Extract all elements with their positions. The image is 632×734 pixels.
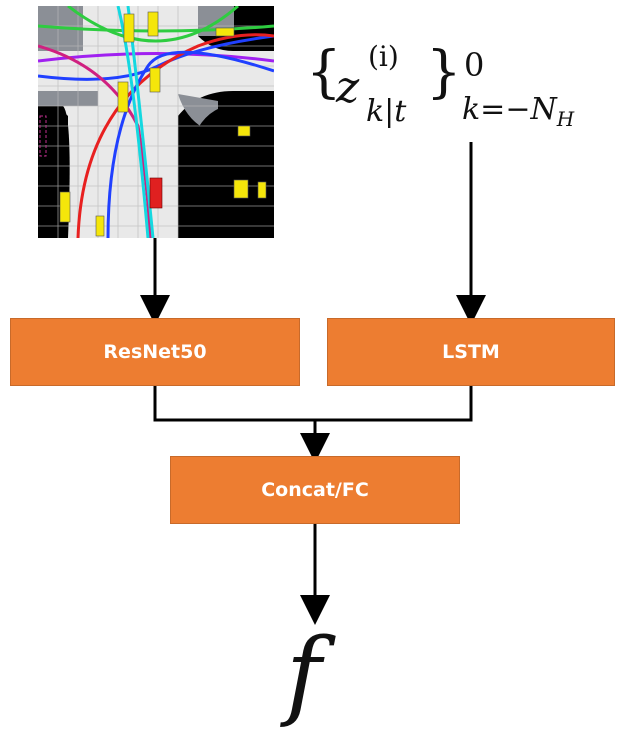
history-sequence-formula: { z (i) k|t } 0 k=−NH bbox=[306, 38, 632, 148]
output-f: f bbox=[286, 618, 322, 730]
resnet50-block: ResNet50 bbox=[10, 318, 300, 386]
var-z: z bbox=[336, 62, 360, 113]
superscript-i: (i) bbox=[368, 40, 399, 73]
subscript-k-given-t: k|t bbox=[366, 94, 407, 129]
concat-fc-block: Concat/FC bbox=[170, 456, 460, 524]
lstm-label: LSTM bbox=[442, 341, 500, 363]
lower-limit-sub: H bbox=[556, 107, 575, 131]
upper-limit: 0 bbox=[464, 46, 485, 84]
lstm-block: LSTM bbox=[327, 318, 615, 386]
resnet50-label: ResNet50 bbox=[103, 341, 207, 363]
lower-limit: k=−NH bbox=[462, 92, 574, 131]
bev-map-image bbox=[38, 6, 274, 238]
close-brace: } bbox=[426, 40, 462, 105]
lower-limit-text: k=−N bbox=[462, 92, 557, 127]
connector-resnet-lstm bbox=[153, 386, 473, 422]
open-brace: { bbox=[306, 40, 342, 105]
concat-fc-label: Concat/FC bbox=[261, 479, 369, 501]
